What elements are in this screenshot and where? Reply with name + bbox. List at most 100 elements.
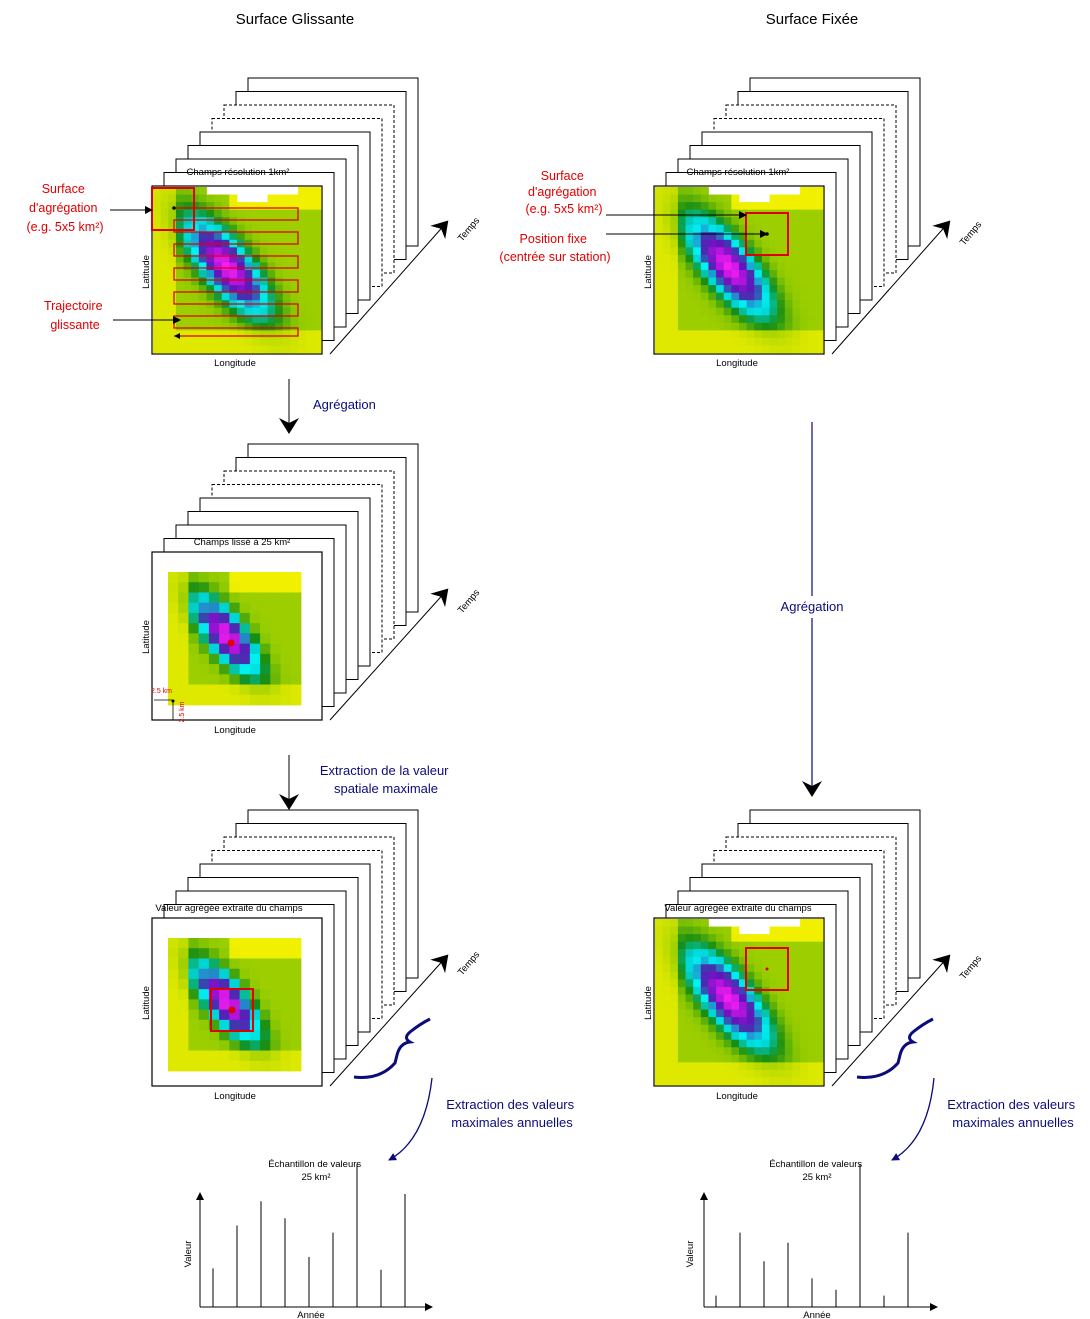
heatmap-cell (160, 202, 169, 211)
heatmap-cell (700, 1069, 709, 1078)
heatmap-cell (693, 1047, 702, 1056)
heatmap-cell (198, 1030, 210, 1041)
heatmap-cell (191, 307, 200, 316)
heatmap-cell (723, 1047, 732, 1056)
heatmap-cell (708, 1024, 717, 1033)
heatmap-cell (191, 315, 200, 324)
heatmap-cell (229, 224, 238, 233)
heatmap-cell (198, 254, 207, 263)
heatmap-cell (280, 694, 292, 706)
heatmap-cell (761, 217, 770, 226)
heatmap-cell (662, 187, 671, 195)
heatmap-cell (655, 224, 664, 233)
heatmap-cell (739, 1009, 748, 1018)
heatmap-cell (784, 254, 793, 263)
heatmap-cell (168, 602, 179, 614)
heatmap-cell (260, 582, 271, 593)
heatmap-cell (700, 322, 709, 331)
heatmap-cell (655, 300, 664, 309)
heatmap-cell (229, 292, 238, 301)
heatmap-cell (313, 247, 322, 256)
heatmap-cell (267, 247, 276, 256)
heatmap-cell (815, 926, 824, 935)
heatmap-cell (761, 934, 770, 943)
heatmap-cell (777, 262, 786, 271)
heatmap-cell (178, 664, 189, 675)
heatmap-cell (792, 270, 801, 278)
heatmap-cell (168, 623, 179, 634)
heatmap-cell (153, 194, 162, 203)
heatmap-cell (662, 1009, 671, 1018)
heatmap-cell (168, 948, 179, 959)
heatmap-cell (655, 277, 664, 286)
panel-label-smoothed: Champs lissé à 25 km² (194, 537, 291, 548)
heatmap-cell (290, 247, 299, 256)
heatmap-cell (214, 232, 223, 241)
heatmap-cell (191, 254, 200, 263)
heatmap-cell (178, 592, 189, 604)
heatmap-cell (290, 209, 299, 218)
heatmap-cell (739, 217, 748, 226)
heatmap-cell (761, 254, 770, 263)
heatmap-cell (800, 330, 809, 339)
heatmap-cell (239, 999, 251, 1011)
heatmap-cell (178, 1050, 189, 1062)
heatmap-cell (700, 971, 709, 980)
heatmap-cell (777, 224, 786, 233)
heatmap-cell (777, 1039, 786, 1048)
heatmap-cell (183, 322, 192, 331)
heatmap-cell (769, 1024, 778, 1033)
heatmap-cell (700, 292, 709, 301)
heatmap-cell (716, 956, 725, 965)
heatmap-cell (807, 986, 816, 995)
heatmap-cell (746, 270, 755, 278)
heatmap-cell (259, 232, 268, 241)
heatmap-cell (259, 322, 268, 331)
heatmap-cell (769, 1009, 778, 1018)
heatmap-cell (761, 345, 770, 354)
heatmap-cell (178, 653, 189, 665)
heatmap-cell (259, 330, 268, 339)
heatmap-cell (700, 1002, 709, 1010)
heatmap-cell (700, 254, 709, 263)
heatmap-cell (219, 1019, 230, 1031)
heatmap-cell (214, 247, 223, 256)
heatmap-cell (655, 1009, 664, 1018)
heatmap-cell (662, 971, 671, 980)
heatmap-cell (746, 202, 755, 211)
heatmap-cell (716, 232, 725, 241)
heatmap-cell (178, 1030, 189, 1041)
heatmap-cell (693, 934, 702, 943)
heatmap-cell (290, 217, 299, 226)
heatmap-cell (198, 277, 207, 286)
brace-left (353, 1017, 431, 1079)
heatmap-cell (280, 1040, 292, 1051)
sample-label-right: Échantillon de valeurs 25 km² (769, 1159, 865, 1183)
heatmap-cell (178, 958, 189, 970)
heatmap-cell (229, 330, 238, 339)
heatmap-cell (260, 633, 271, 645)
heatmap-cell (800, 1069, 809, 1078)
heatmap-cell (800, 994, 809, 1003)
heatmap-cell (708, 1077, 717, 1086)
heatmap-cell (219, 684, 230, 696)
heatmap-cell (208, 582, 220, 593)
heatmap-cell (259, 247, 268, 256)
heatmap-cell (754, 1039, 763, 1048)
heatmap-cell (708, 941, 717, 950)
heatmap-cell (807, 194, 816, 203)
heatmap-cell (175, 322, 184, 331)
heatmap-cell (670, 232, 679, 241)
heatmap-cell (670, 292, 679, 301)
heatmap-cell (183, 254, 192, 263)
heatmap-cell (175, 194, 184, 203)
heatmap-cell (249, 592, 261, 604)
heatmap-cell (244, 232, 253, 241)
heatmap-cell (662, 964, 671, 973)
step-label-annual-right: Extraction des valeurs maximales annuell… (947, 1097, 1079, 1130)
heatmap-cell (249, 602, 261, 614)
heatmap-cell (731, 949, 740, 958)
heatmap-cell (191, 345, 200, 354)
heatmap-cell (815, 1054, 824, 1063)
heatmap-cell (237, 315, 246, 324)
